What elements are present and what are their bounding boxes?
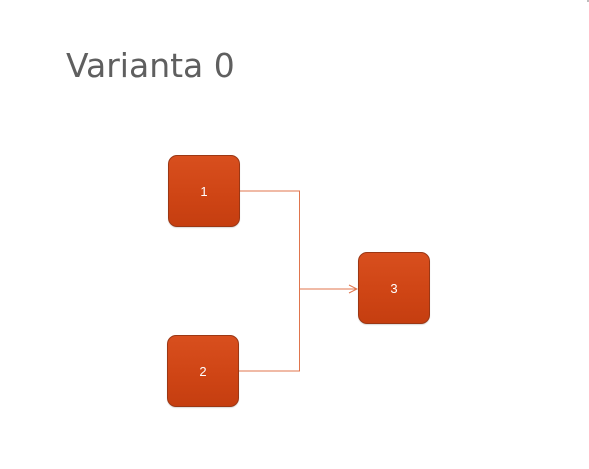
node-1: 1 — [168, 155, 240, 227]
node-3: 3 — [358, 252, 430, 324]
connector-1-to-3 — [240, 190, 300, 289]
node-3-label: 3 — [390, 280, 398, 296]
node-2-label: 2 — [199, 363, 207, 379]
corner-marker — [587, 0, 589, 2]
slide-title: Varianta 0 — [66, 46, 235, 85]
connector-2-to-3 — [239, 289, 300, 372]
node-1-label: 1 — [200, 183, 208, 199]
node-2: 2 — [167, 335, 239, 407]
